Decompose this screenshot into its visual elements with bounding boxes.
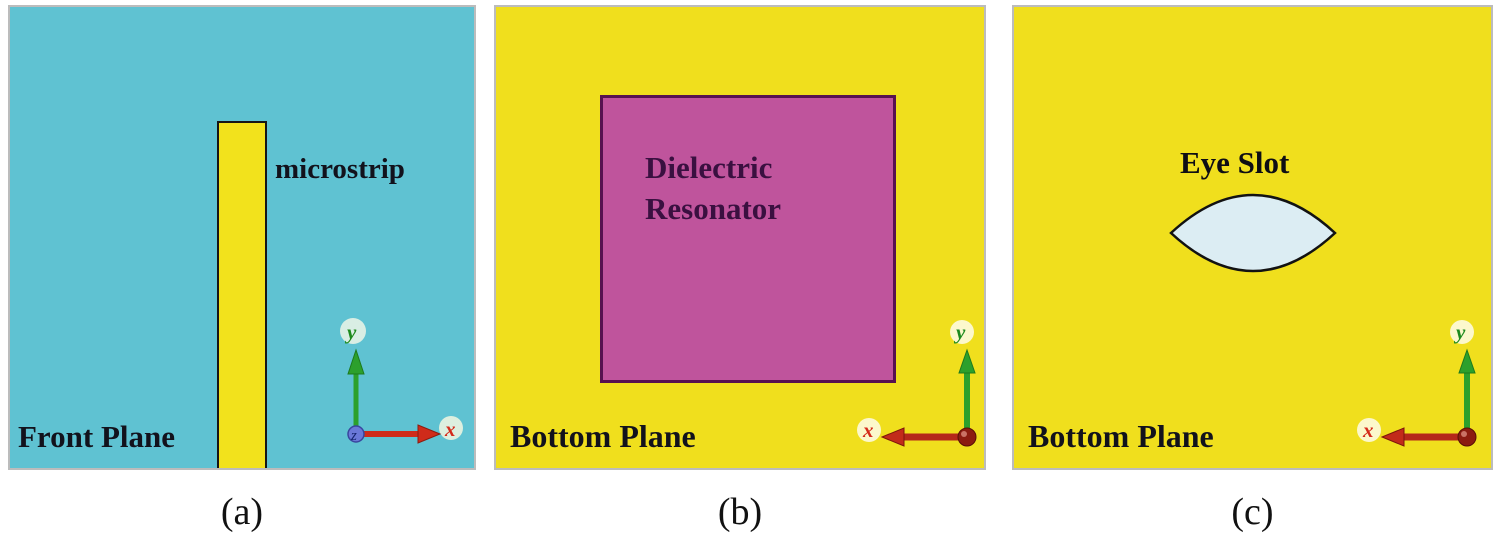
origin-sphere [1457,427,1477,447]
figure-caption-a: (a) [220,491,264,533]
x-axis-label: x [1362,418,1374,442]
microstrip-label: microstrip [275,153,405,185]
eye-slot-label: Eye Slot [1180,145,1290,180]
y-axis-arrowhead [1458,348,1476,374]
origin-sphere-highlight [1461,431,1467,437]
panel-bottom-plane-eye-slot: Eye Slot Bottom Plane x y [1012,5,1493,470]
x-axis-label: x [444,417,456,441]
z-axis-label: z [350,428,357,444]
figure-caption-c: (c) [1231,491,1274,533]
coordinate-axes-icon: z y x [340,318,463,444]
z-axis-sphere [347,425,365,443]
coordinate-axes-icon: x y [857,320,977,447]
y-axis-label: y [953,320,966,344]
y-axis-arrowhead [347,348,365,375]
coordinate-axes-icon: x y [1357,320,1477,447]
x-label-halo [439,416,463,440]
microstrip-strip [217,121,267,468]
y-label-halo [340,318,366,344]
y-label-halo [1450,320,1474,344]
eye-slot-shape [1169,193,1337,273]
origin-sphere [957,427,977,447]
y-axis-arrowhead [958,348,976,374]
y-axis-label: y [344,320,357,344]
front-plane-label: Front Plane [18,419,175,454]
figure-caption-b: (b) [717,491,763,533]
bottom-plane-label: Bottom Plane [510,418,696,454]
x-label-halo [857,418,881,442]
dielectric-resonator: Dielectric Resonator [600,95,896,383]
panel-front-plane: microstrip Front Plane z y x [8,5,476,470]
y-axis-label: y [1453,320,1466,344]
x-label-halo [1357,418,1381,442]
eye-slot-outline [1169,193,1337,273]
dielectric-resonator-label: Dielectric Resonator [645,150,782,226]
x-axis-arrowhead [880,427,905,447]
x-axis-arrowhead [417,424,442,444]
x-axis-label: x [862,418,874,442]
panel-bottom-plane-resonator: Dielectric Resonator Bottom Plane x y [494,5,986,470]
x-axis-arrowhead [1380,427,1405,447]
bottom-plane-label: Bottom Plane [1028,418,1214,454]
y-label-halo [950,320,974,344]
origin-sphere-highlight [961,431,967,437]
